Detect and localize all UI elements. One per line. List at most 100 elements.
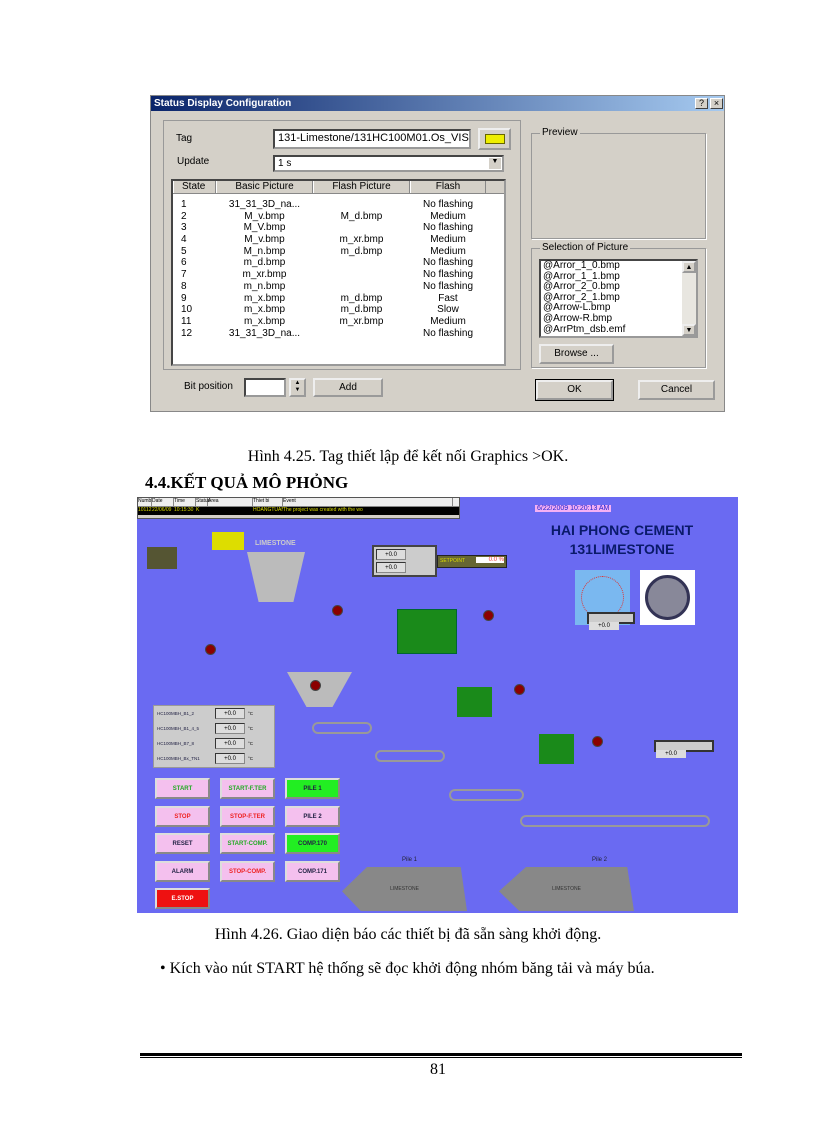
alarm-button[interactable]: ALARM xyxy=(155,860,210,882)
bit-position-input[interactable] xyxy=(244,378,286,397)
start-comp--button[interactable]: START-COMP. xyxy=(220,833,275,854)
temperature-label: HC100MBH_B7_8 xyxy=(157,741,195,746)
col-basic-picture[interactable]: Basic Picture xyxy=(216,181,313,193)
cell: No flashing xyxy=(422,280,474,292)
update-select[interactable]: 1 s▼ xyxy=(273,155,504,172)
list-item[interactable]: @Arror_1_1.bmp xyxy=(543,270,620,282)
col-state[interactable]: State xyxy=(173,181,216,193)
motor[interactable] xyxy=(592,736,603,747)
list-item[interactable]: @Arrow-L.bmp xyxy=(543,302,611,314)
cell: m_n.bmp xyxy=(243,280,286,292)
log-column-header[interactable]: Status xyxy=(196,498,211,506)
picture-list[interactable]: @Arror_1_0.bmp@Arror_1_1.bmp@Arror_2_0.b… xyxy=(539,259,698,338)
browse-button[interactable]: Browse ... xyxy=(539,344,614,364)
e-stop-button[interactable]: E.STOP xyxy=(155,888,210,909)
cell xyxy=(313,257,410,269)
setpoint-value: 0.0 xyxy=(488,557,497,563)
comp-171-button[interactable]: COMP.171 xyxy=(285,860,340,882)
start-f-ter-button[interactable]: START-F.TER xyxy=(220,778,275,799)
log-column-header[interactable]: Thiet bi xyxy=(253,498,283,506)
stop-comp--button[interactable]: STOP-COMP. xyxy=(220,860,275,882)
cell: 2 xyxy=(181,210,187,222)
motor[interactable] xyxy=(483,610,494,621)
page-number: 81 xyxy=(430,1061,446,1078)
log-column-header[interactable]: Event xyxy=(283,498,453,506)
stop-f-ter-button[interactable]: STOP-F.TER xyxy=(220,805,275,827)
bit-position-spinner[interactable]: ▲▼ xyxy=(289,378,306,397)
help-button[interactable]: ? xyxy=(695,98,708,109)
cell: m_xr.bmp xyxy=(339,234,384,246)
cell: Fast xyxy=(438,292,458,304)
cell: 10 xyxy=(181,304,193,316)
log-cell: 22/06/09 xyxy=(152,507,172,513)
state-list[interactable]: State Basic Picture Flash Picture Flash … xyxy=(171,179,506,366)
cell: Medium xyxy=(430,210,466,222)
motor[interactable] xyxy=(514,684,525,695)
motor[interactable] xyxy=(332,605,343,616)
col-flash-picture[interactable]: Flash Picture xyxy=(313,181,410,193)
cancel-button[interactable]: Cancel xyxy=(638,380,715,400)
cell xyxy=(313,222,410,234)
temperature-row: HC100MBH_B1_2+0.0°C xyxy=(154,706,274,721)
motor[interactable] xyxy=(205,644,216,655)
motor[interactable] xyxy=(310,680,321,691)
temperature-unit: °C xyxy=(248,756,254,761)
selection-label: Selection of Picture xyxy=(540,242,631,253)
list-item[interactable]: @ArrPtm_dsb.emf xyxy=(543,323,626,335)
close-button[interactable]: × xyxy=(710,98,723,109)
cell: 1 xyxy=(181,199,187,210)
cell xyxy=(313,281,410,293)
stop-button[interactable]: STOP xyxy=(155,805,210,827)
log-column-header[interactable]: Time xyxy=(174,498,196,506)
pile-1-button[interactable]: PILE 1 xyxy=(285,778,340,799)
setpoint-label: SETPOINT xyxy=(440,558,466,564)
reset-button[interactable]: RESET xyxy=(155,833,210,854)
list-item[interactable]: @Arror_2_1.bmp xyxy=(543,291,620,303)
comp-170-button[interactable]: COMP.170 xyxy=(285,833,340,854)
ok-button[interactable]: OK xyxy=(535,379,614,401)
start-button[interactable]: START xyxy=(155,778,210,799)
cell: 31_31_3D_na... xyxy=(228,327,301,339)
cell: 9 xyxy=(181,292,187,304)
list-header: State Basic Picture Flash Picture Flash xyxy=(173,181,504,194)
temperature-row: HC100MBH_B7_8+0.0°C xyxy=(154,736,274,751)
preview-group: Preview xyxy=(531,127,706,239)
list-item[interactable]: @Arror_1_0.bmp xyxy=(543,260,620,271)
log-column-header[interactable]: Date xyxy=(152,498,174,506)
figure-caption-4-26: Hình 4.26. Giao diện báo các thiết bị đã… xyxy=(214,926,602,943)
pile-2: LIMESTONE xyxy=(499,867,634,911)
list-item[interactable]: @Arror_2_0.bmp xyxy=(543,281,620,293)
update-label: Update xyxy=(177,156,210,167)
scrollbar[interactable]: ▲▼ xyxy=(682,261,696,336)
log-column-header[interactable]: Area xyxy=(208,498,253,506)
cell: No flashing xyxy=(422,327,474,339)
list-item[interactable]: @Arrow-R.bmp xyxy=(543,312,613,324)
tag-input[interactable]: 131-Limestone/131HC100M01.Os_VIS xyxy=(273,129,471,149)
log-cell: 10112 xyxy=(138,507,152,513)
cell: No flashing xyxy=(422,257,474,269)
cell: 31_31_3D_na... xyxy=(228,199,301,210)
truck-icon xyxy=(212,532,244,550)
add-button[interactable]: Add xyxy=(313,378,383,397)
preview-label: Preview xyxy=(540,127,580,138)
cell: M_n.bmp xyxy=(243,245,286,257)
tag-group xyxy=(163,120,521,370)
browse-tag-button[interactable] xyxy=(478,128,511,150)
col-flash[interactable]: Flash xyxy=(410,181,486,193)
pile-2-button[interactable]: PILE 2 xyxy=(285,805,340,827)
log-column-header[interactable]: Numb xyxy=(138,498,152,506)
cell: 6 xyxy=(181,257,187,269)
